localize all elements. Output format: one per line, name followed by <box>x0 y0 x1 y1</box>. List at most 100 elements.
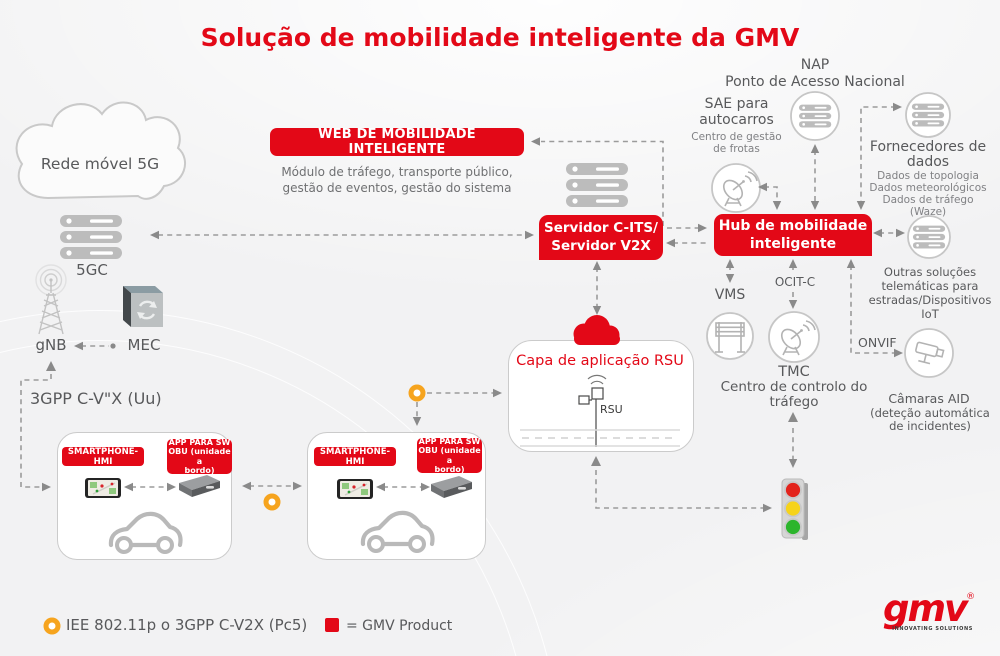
label-nap-acronym: NAP <box>800 57 830 73</box>
link-nap-hub <box>810 144 820 210</box>
mec-icon <box>123 286 163 327</box>
legend-pc5-icon <box>46 620 58 632</box>
label-ocit: OCIT-C <box>774 275 816 289</box>
link-pc5-rsu <box>411 387 502 426</box>
obu-app-line3: bordo) <box>434 464 465 474</box>
label-telematics-line2: telemáticas para <box>881 279 979 293</box>
phone-icon <box>336 478 374 500</box>
label-providers-sub3: Dados de tráfego <box>882 194 974 206</box>
link-phone-obu-1 <box>124 482 176 492</box>
label-5gc: 5GC <box>76 261 108 279</box>
obu-app-badge-1: APP PARA SW OBU (unidade a bordo) <box>167 438 232 475</box>
5gc-server-icon <box>60 215 122 259</box>
label-uu-interface: 3GPP C-V"X (Uu) <box>30 389 162 408</box>
label-cameras-line1: Câmaras AID <box>888 391 970 406</box>
web-mobility-title: WEB DE MOBILIDADE INTELIGENTE <box>318 127 476 157</box>
obu-app-line1: APP PARA SW <box>168 438 231 448</box>
gmv-logo-word: gmv <box>883 587 968 630</box>
road <box>520 429 680 447</box>
legend-product-text: = GMV Product <box>346 618 453 634</box>
label-tmc-acronym: TMC <box>778 364 810 380</box>
label-tmc-line1: Centro de controlo do <box>720 379 868 395</box>
link-hub-web <box>531 137 664 226</box>
link-hub-tmc <box>788 259 798 309</box>
page-title: Solução de mobilidade inteligente da GMV <box>200 23 800 52</box>
cits-server-line2: Servidor V2X <box>551 237 651 254</box>
traffic-light-icon <box>781 478 808 540</box>
web-subtitle-line2: gestão de eventos, gestão do sistema <box>282 181 512 195</box>
rsu-unit-icon <box>578 374 607 447</box>
label-onvif: ONVIF <box>858 335 897 350</box>
label-5g-network: Rede móvel 5G <box>40 155 160 173</box>
label-telematics-line1: Outras soluções <box>883 265 977 279</box>
web-subtitle-line1: Módulo de tráfego, transporte público, <box>281 165 513 179</box>
label-gnb: gNB <box>35 336 67 354</box>
gmv-logo-reg: ® <box>966 592 976 602</box>
link-hub-telematics <box>873 228 905 238</box>
cits-server-icon <box>566 163 628 207</box>
link-vehicle1-vehicle2 <box>242 481 302 508</box>
smartphone-hmi-badge-1: SMARTPHONE-HMI <box>62 446 144 467</box>
rsu-cloud-icon <box>573 315 620 345</box>
legend-pc5-text: IEE 802.11p o 3GPP C-V2X (Pc5) <box>66 616 308 634</box>
pc5-node-icon <box>411 387 423 399</box>
gmv-logo: gmv® INNOVATING SOLUTIONS <box>883 590 976 633</box>
label-vms: VMS <box>714 287 746 303</box>
telematics-icon <box>907 215 951 259</box>
sae-fleet-dish-icon <box>711 163 761 213</box>
link-gnb-vehicle1 <box>20 361 56 492</box>
phone-icon <box>84 477 122 499</box>
label-cameras-line3: de incidentes) <box>889 419 971 433</box>
link-rsu-trafficlight <box>591 456 772 513</box>
pc5-node-icon <box>266 496 278 508</box>
gmv-product-swatch <box>325 618 339 632</box>
link-5gc-cits <box>150 230 534 240</box>
car-icon <box>111 514 181 552</box>
mobility-hub-line1: Hub de mobilidade <box>718 217 868 234</box>
aid-camera-icon <box>904 328 954 378</box>
vms-icon <box>706 312 754 360</box>
link-gnb-mec <box>74 341 116 351</box>
label-telematics-line3: estradas/Dispositivos <box>868 293 992 307</box>
label-tmc-line2: tráfego <box>769 394 819 410</box>
label-mec: MEC <box>127 336 161 354</box>
link-cits-rsu <box>592 261 602 315</box>
gmv-logo-tagline: INNOVATING SOLUTIONS <box>892 626 973 633</box>
tmc-dish-icon <box>768 311 820 363</box>
obu-app-badge-2: APP PARA SW OBU (unidade a bordo) <box>417 437 482 474</box>
gnb-tower-icon <box>35 264 67 335</box>
label-sae-line2: autocarros <box>699 112 774 128</box>
label-cameras-line2: (deteção automática <box>870 406 990 420</box>
cits-server-line1: Servidor C-ITS/ <box>544 219 658 236</box>
label-telematics-line4: IoT <box>921 307 939 321</box>
obu-icon <box>431 476 472 498</box>
link-cits-hub <box>666 223 707 248</box>
label-providers-sub4: (Waze) <box>909 206 947 218</box>
label-nap-name: Ponto de Acesso Nacional <box>725 74 905 90</box>
link-providers-hub <box>856 102 902 210</box>
mobility-hub-line2: inteligente <box>749 236 837 252</box>
link-sae-hub <box>758 182 782 210</box>
label-providers-line1: Fornecedores de <box>869 139 987 155</box>
car-icon <box>363 513 433 551</box>
link-phone-obu-2 <box>376 482 430 492</box>
cits-server-box: Servidor C-ITS/ Servidor V2X <box>539 215 663 260</box>
smartphone-hmi-label: SMARTPHONE-HMI <box>319 446 391 467</box>
smartphone-hmi-label: SMARTPHONE-HMI <box>67 446 139 467</box>
5g-cloud <box>15 101 186 200</box>
mobility-hub-box: Hub de mobilidade inteligente <box>714 214 872 256</box>
link-hub-onvif-camera <box>846 259 903 358</box>
obu-app-line2: OBU (unidade a <box>168 447 231 466</box>
data-providers-icon <box>905 92 951 138</box>
obu-app-line1: APP PARA SW <box>418 437 481 447</box>
label-providers-line2: dados <box>906 154 950 170</box>
label-providers-sub1: Dados de topologia <box>877 170 979 182</box>
smartphone-hmi-badge-2: SMARTPHONE-HMI <box>314 446 396 467</box>
nap-icon <box>790 91 840 141</box>
label-sae-line1: SAE para <box>704 96 769 112</box>
label-providers-sub2: Dados meteorológicos <box>869 182 987 194</box>
link-hub-vms <box>725 259 735 283</box>
label-sae-sub1: Centro de gestão <box>691 131 782 143</box>
